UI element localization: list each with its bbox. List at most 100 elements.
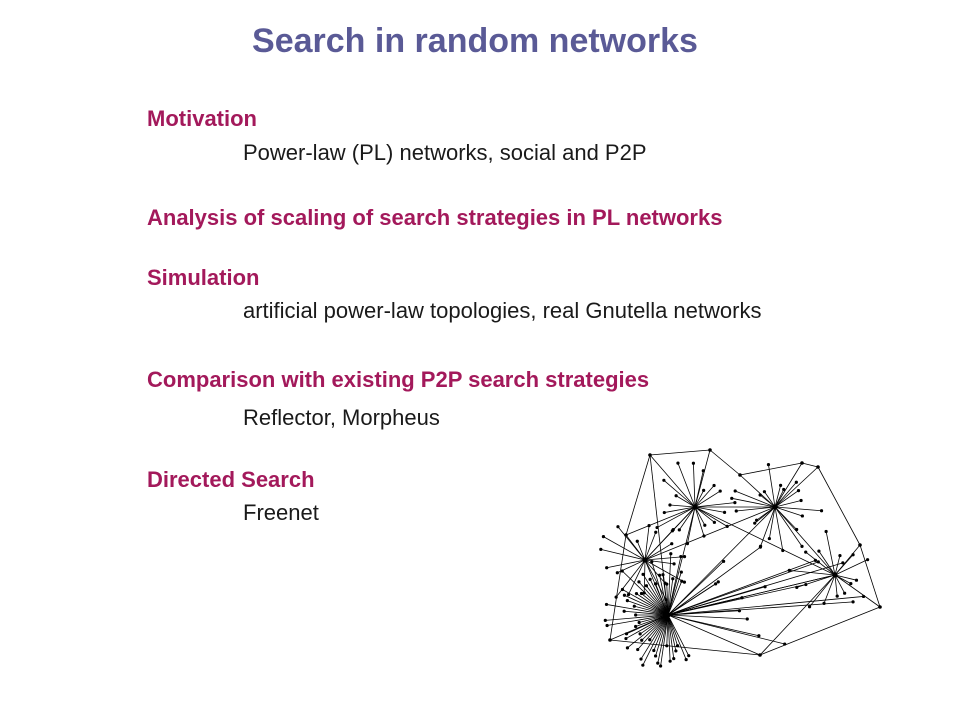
leaf-node: [684, 658, 688, 662]
leaf-node: [762, 490, 767, 494]
heading-analysis: Analysis of scaling of search strategies…: [147, 205, 723, 230]
hub-node: [772, 504, 778, 510]
edge: [663, 479, 696, 508]
edge: [694, 506, 728, 527]
edge: [735, 490, 776, 508]
leaf-node: [824, 529, 828, 534]
edge: [667, 601, 854, 616]
edge: [694, 506, 836, 576]
leaf-node: [804, 550, 808, 554]
edge: [636, 541, 646, 561]
edge: [774, 462, 803, 508]
leaf-node: [672, 562, 676, 566]
leaf-node: [851, 600, 855, 604]
edge: [603, 536, 646, 561]
leaf-node: [745, 617, 749, 621]
leaf-node: [702, 534, 706, 538]
leaf-node: [807, 605, 812, 609]
leaf-node: [778, 483, 783, 487]
leaf-node: [718, 489, 722, 493]
edge: [805, 551, 836, 576]
leaf-node: [605, 566, 609, 570]
edge: [825, 531, 836, 576]
directed-search-detail: Freenet: [243, 500, 319, 525]
edge: [774, 485, 781, 508]
edge: [667, 584, 806, 616]
leaf-node: [632, 604, 636, 608]
edge: [859, 544, 881, 608]
leaf-node: [861, 594, 866, 599]
edge: [736, 506, 776, 512]
edge: [834, 574, 852, 584]
edge: [759, 574, 836, 656]
edge: [637, 614, 669, 650]
edge: [774, 506, 822, 512]
edge: [649, 579, 669, 616]
leaf-node: [665, 644, 669, 648]
hub-node: [665, 612, 671, 618]
edge: [624, 594, 669, 616]
edge: [636, 593, 669, 616]
leaf-node: [849, 582, 853, 586]
edge: [667, 614, 671, 662]
leaf-node: [714, 582, 718, 586]
edge: [774, 489, 785, 508]
edge: [667, 586, 766, 616]
edge: [644, 559, 666, 584]
edge: [666, 614, 669, 646]
edge: [606, 604, 669, 616]
leaf-node: [640, 638, 644, 642]
edge: [667, 556, 682, 616]
edge: [656, 506, 696, 528]
edge: [600, 548, 646, 561]
leaf-node: [668, 659, 672, 663]
edge: [643, 559, 646, 593]
leaf-node: [624, 636, 628, 641]
outer-node: [648, 453, 652, 457]
edge: [817, 466, 861, 546]
edge: [834, 574, 838, 597]
edge: [644, 506, 776, 561]
leaf-node: [800, 514, 804, 518]
outer-node: [758, 653, 762, 657]
leaf-node: [648, 638, 652, 642]
leaf-node: [816, 560, 820, 564]
leaf-node: [754, 518, 759, 522]
slide-title: Search in random networks: [252, 22, 698, 60]
edge: [644, 559, 675, 565]
edge: [789, 569, 836, 576]
leaf-node: [644, 584, 649, 588]
edge: [675, 495, 696, 508]
leaf-node: [625, 646, 630, 650]
edge: [759, 606, 881, 656]
heading-motivation: Motivation: [147, 106, 257, 131]
leaf-node: [835, 594, 839, 598]
edge: [609, 534, 627, 641]
edge: [834, 559, 868, 576]
heading-comparison: Comparison with existing P2P search stra…: [147, 367, 650, 392]
edge: [649, 614, 669, 641]
edge: [694, 490, 705, 508]
edge: [624, 610, 669, 616]
edge: [678, 506, 696, 531]
comparison-detail: Reflector, Morpheus: [243, 405, 440, 430]
leaf-node: [634, 592, 639, 596]
leaf-node: [634, 624, 638, 629]
edge: [739, 462, 803, 476]
leaf-node: [647, 523, 651, 528]
edge: [667, 553, 672, 616]
outer-node: [878, 605, 882, 609]
edge: [644, 543, 672, 561]
edge: [834, 574, 857, 581]
leaf-node: [783, 642, 787, 646]
leaf-node: [813, 558, 818, 563]
edge: [667, 561, 724, 616]
leaf-node: [819, 509, 824, 513]
leaf-node: [766, 462, 771, 467]
leaf-node: [763, 585, 767, 589]
edge: [667, 614, 690, 656]
heading-simulation: Simulation: [147, 265, 260, 290]
leaf-node: [653, 654, 658, 658]
leaf-node: [725, 524, 729, 528]
edge: [655, 614, 669, 657]
